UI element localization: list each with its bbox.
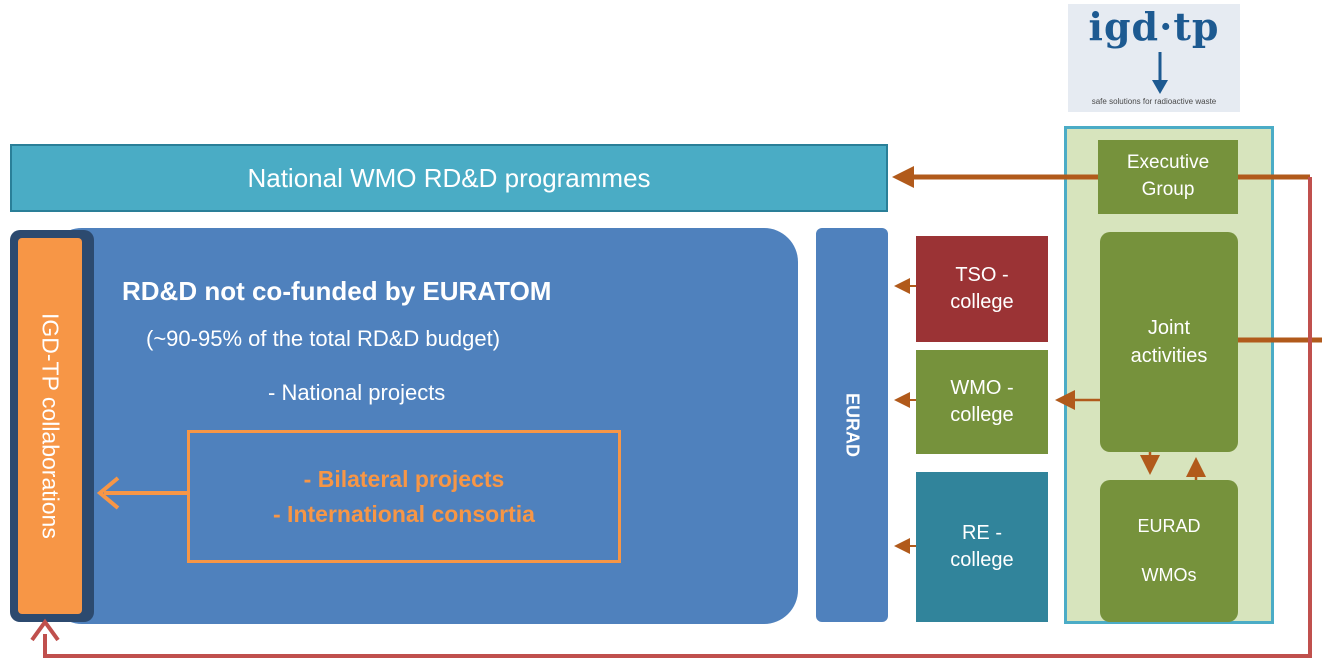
bilateral-international-box: - Bilateral projects - International con…: [187, 430, 621, 563]
eurad-wmos-line1: EURAD: [1137, 515, 1201, 536]
collaborations-bar: [18, 238, 82, 614]
national-programmes-label: National WMO RD&D programmes: [247, 162, 651, 193]
orange-to-collab-arrowhead: [96, 476, 120, 510]
national-programmes-bar: National WMO RD&D programmes: [10, 144, 888, 212]
logo-wordmark: igd·tp: [1088, 4, 1220, 49]
eurad-wmos-box: EURAD WMOs: [1100, 480, 1238, 622]
wmo-college-box: WMO - college: [916, 350, 1048, 454]
collaborations-label: IGD-TP collaborations: [37, 313, 64, 539]
national-projects-item: - National projects: [268, 380, 446, 405]
rdd-box: [48, 228, 798, 624]
tso-college-box: TSO - college: [916, 236, 1048, 342]
logo-down-arrow-icon: [1152, 52, 1168, 94]
igdtp-logo: igd·tp safe solutions for radioactive wa…: [1068, 4, 1240, 112]
rdd-subtitle: (~90-95% of the total RD&D budget): [146, 326, 501, 351]
joint-activities-box: Joint activities: [1100, 232, 1238, 452]
eurad-bar: [816, 228, 888, 622]
eurad-wmos-line2: WMOs: [1141, 565, 1197, 585]
exec-to-national-arrowhead: [892, 166, 914, 188]
rdd-title: RD&D not co-funded by EURATOM: [122, 276, 552, 306]
international-consortia-label: - International consortia: [273, 500, 535, 527]
re-college-box: RE - college: [916, 472, 1048, 622]
logo-tagline: safe solutions for radioactive waste: [1091, 97, 1217, 106]
bilateral-projects-label: - Bilateral projects: [303, 466, 505, 492]
executive-group-box: Executive Group: [1098, 140, 1238, 214]
eurad-label: EURAD: [842, 392, 863, 457]
feedback-loop-arrowhead: [30, 618, 60, 642]
feedback-loop-line: [43, 177, 1312, 658]
